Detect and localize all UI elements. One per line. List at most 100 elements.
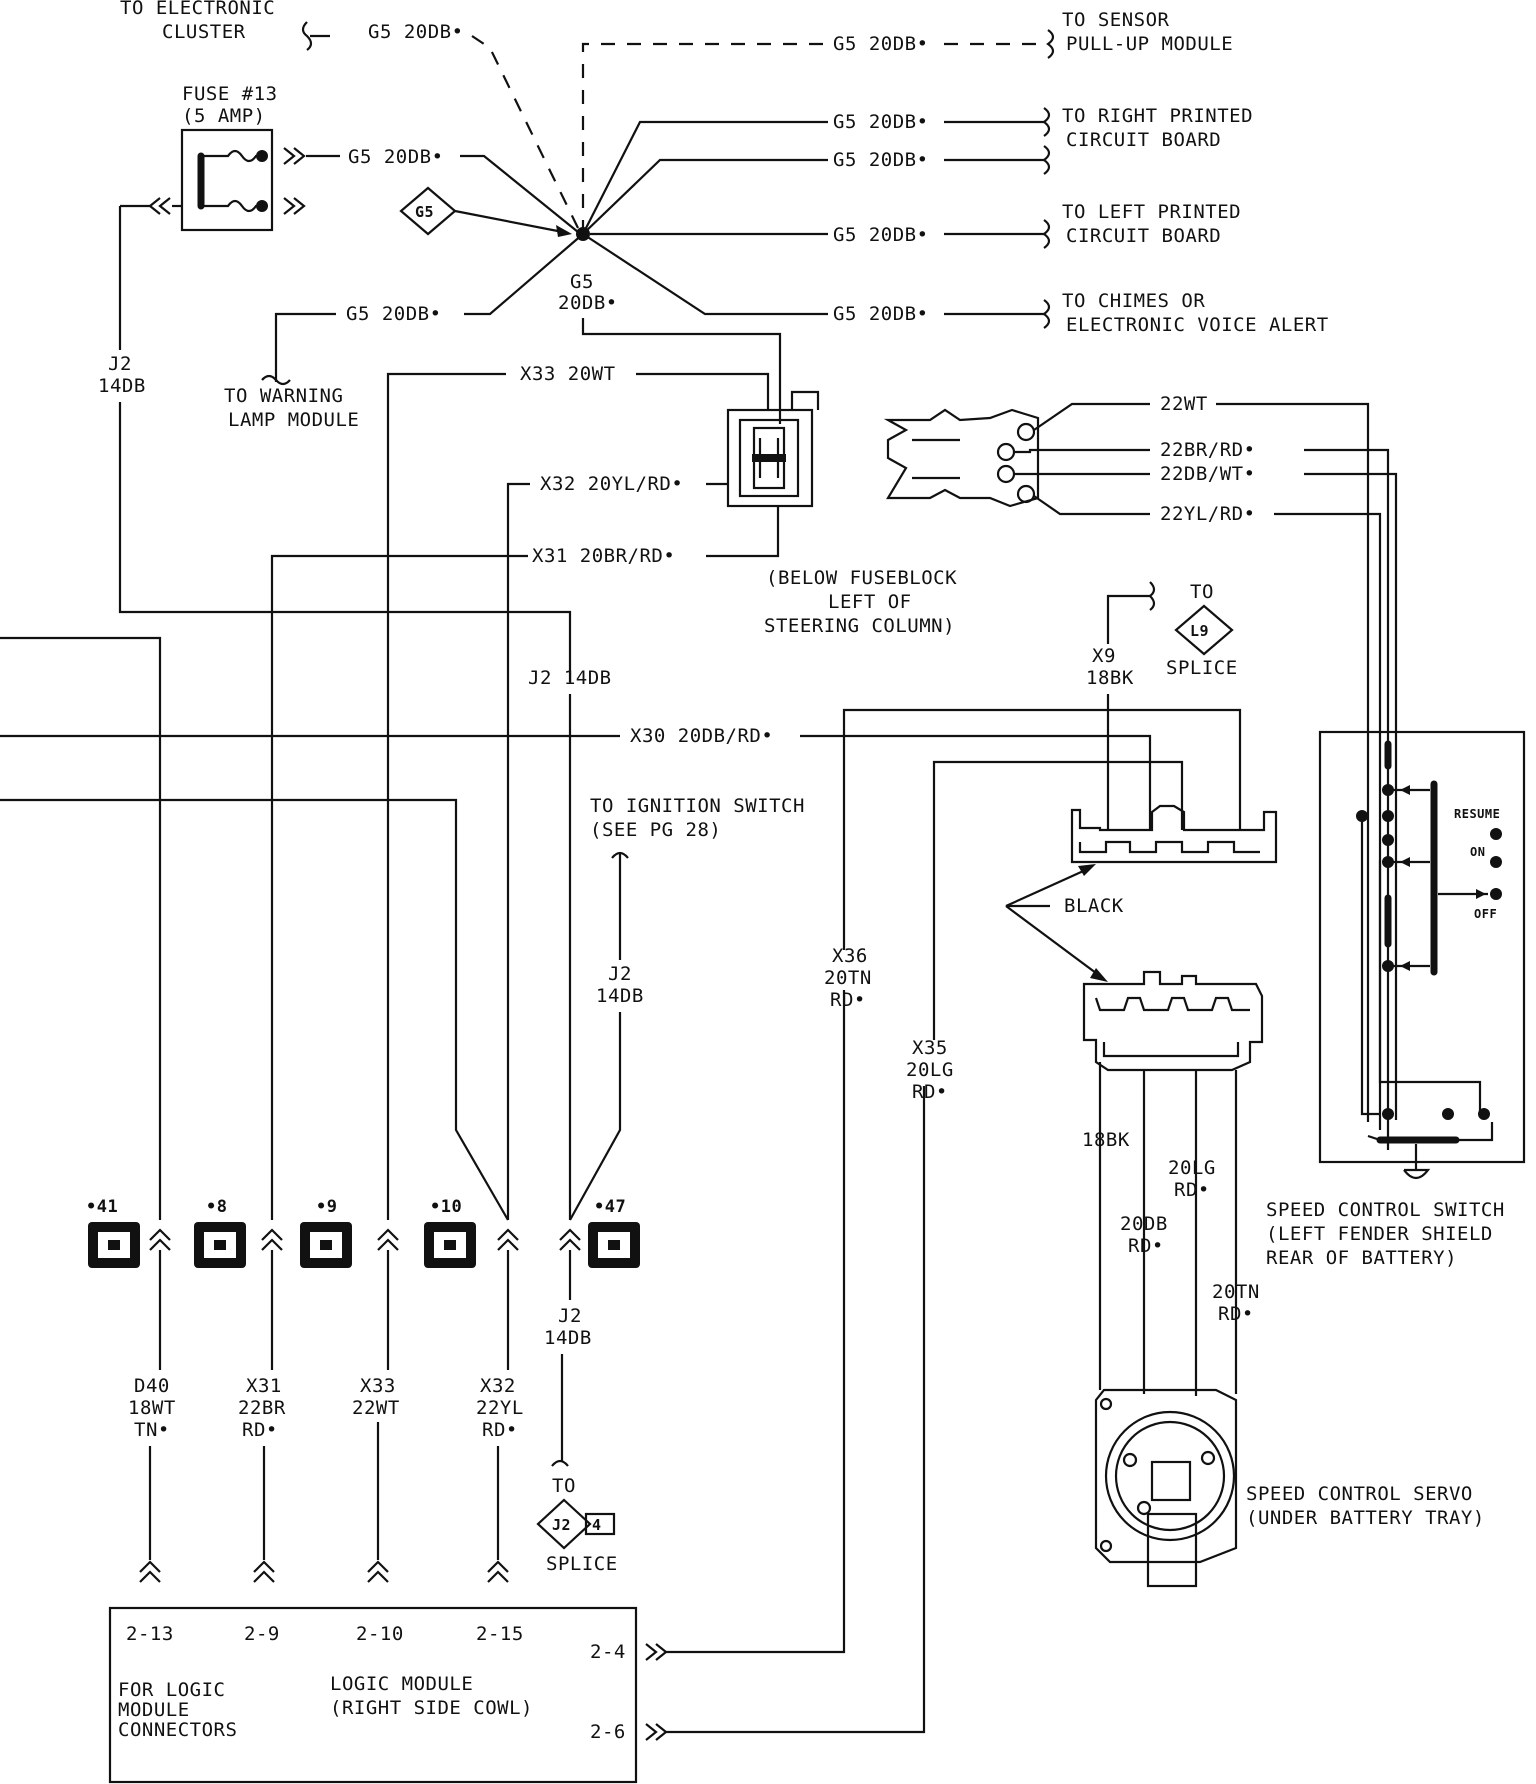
left-of-label: LEFT OF [828,591,912,613]
x33-22wt-label: 22WT [352,1397,400,1419]
brrd22-wire-left [1014,448,1150,454]
switch-pin-1 [1382,784,1394,796]
servo-20lg-rd: RD• [1174,1179,1210,1201]
servo-mount-hole-1 [1099,1397,1113,1411]
off-contact [1490,888,1502,900]
switch-plug-slots [912,438,960,480]
servo-diaphragm-inner [1114,1420,1226,1532]
servo-cable-housing [1146,1512,1198,1588]
x36-upper-wire [842,708,1242,950]
x36-wire [666,990,846,1654]
switch-ground-symbol [1403,1144,1431,1180]
x33-top-wire [636,372,770,410]
c210-label: 2-10 [356,1623,404,1645]
servo-mount-hole-2 [1099,1539,1113,1553]
scs-line3: REAR OF BATTERY) [1266,1247,1457,1269]
pin-41-connector: •41 [86,1197,140,1268]
scs-line1: SPEED CONTROL SWITCH [1266,1199,1505,1221]
x33-upper-chevron [377,1228,399,1251]
fuse-element-top [201,149,262,163]
j2-upper-chevron [559,1228,581,1251]
splice-20db-label: 20DB• [558,292,618,314]
x32-rd-label: RD• [482,1419,518,1441]
d40-label: D40 [134,1375,170,1397]
pin-10-connector: •10 [424,1197,476,1268]
j2-splice-label: SPLICE [546,1553,618,1575]
x31-down-wire [270,554,528,1220]
j2-ignition-14db: 14DB [596,985,644,1007]
below-fuseblock-label: (BELOW FUSEBLOCK [766,567,957,589]
fuse-rating: (5 AMP) [182,105,266,127]
x32-label: X32 [480,1375,516,1397]
x32-22yl-label: 22YL [476,1397,524,1419]
servo-valve-block [1150,1460,1192,1502]
x10-wire [0,798,509,1221]
switch-plug-term-3 [996,464,1016,484]
c29-chevron [253,1560,275,1583]
g5-to-connector-wire [581,318,782,424]
switch-pin-2 [1382,810,1394,822]
g5-tag-arrow [454,209,569,235]
x9-upper-wire [1106,594,1150,644]
x36-label: X36 [832,945,868,967]
cluster-label: CLUSTER [162,21,246,43]
g5-tag-arrowhead [556,225,572,237]
c215-chevron [487,1560,509,1583]
fuse-title: FUSE #13 [182,83,278,105]
switch-plug-connector [883,408,1040,508]
x30-label: X30 20DB/RD• [630,725,773,747]
switch-pin-5 [1382,960,1394,972]
cluster-break-symbol [301,21,313,51]
see-pg-label: (SEE PG 28) [590,819,721,841]
to-ignition-label: TO IGNITION SWITCH [590,795,805,817]
switch-slider-leads [1392,788,1430,968]
j2-splice-box [584,1512,616,1536]
right-pcb-wire-2 [582,158,828,235]
to-right-printed-label: TO RIGHT PRINTED [1062,105,1253,127]
x9-break [1148,581,1156,611]
servo-bolt-2 [1200,1450,1216,1466]
wt22-label: 22WT [1160,393,1208,415]
fuse-element-bottom [201,199,262,213]
j2-splice-to-label: TO [552,1475,576,1497]
x33-label: X33 [360,1375,396,1397]
pin-10-label: •10 [430,1197,462,1217]
servo-20db-label: 20DB [1120,1213,1168,1235]
x31-22br-label: 22BR [238,1397,286,1419]
switch-plug-term-4 [1016,484,1036,504]
c24-out-chevron [645,1643,668,1661]
resume-label: RESUME [1454,807,1500,821]
x9-label: X9 [1092,645,1116,667]
switch-bottom-pin-2 [1442,1108,1454,1120]
ylrd22-label: 22YL/RD• [1160,503,1256,525]
x31-rd-label: RD• [242,1419,278,1441]
logic-module-box [108,1606,638,1784]
fuse-in-connector [148,197,171,215]
sensor-wire-label: G5 20DB• [833,33,929,55]
c24-label: 2-4 [590,1641,626,1663]
switch-slider-arrows [1400,785,1410,971]
d40-wire [0,636,162,1220]
x31-upper-chevron [261,1228,283,1251]
to-sensor-label: TO SENSOR [1062,9,1170,31]
fuse-terminal-bottom [256,200,268,212]
x35-rd-label: RD• [912,1081,948,1103]
scv-line1: SPEED CONTROL SERVO [1246,1483,1473,1505]
chimes-wire-label: G5 20DB• [833,303,929,325]
lower-connector-rim [1102,1042,1240,1058]
electronic-voice-label: ELECTRONIC VOICE ALERT [1066,314,1329,336]
x36-rd-label: RD• [830,989,866,1011]
brrd22-label: 22BR/RD• [1160,439,1256,461]
fuseblock-connector-inner [738,418,800,498]
speed-control-switch-box [1318,730,1526,1164]
pin-9-connector: •9 [300,1197,352,1268]
cluster-wire-label: G5 20DB• [368,21,464,43]
dbwt22-wire-right [1304,472,1398,1120]
x32-down-wire [506,482,530,1220]
j2-left-label: J2 [108,353,132,375]
for-logic-label: FOR LOGIC [118,1679,225,1701]
off-arrow [1476,889,1486,899]
pin-47-connector: •47 [588,1197,640,1268]
scv-line2: (UNDER BATTERY TRAY) [1246,1507,1485,1529]
